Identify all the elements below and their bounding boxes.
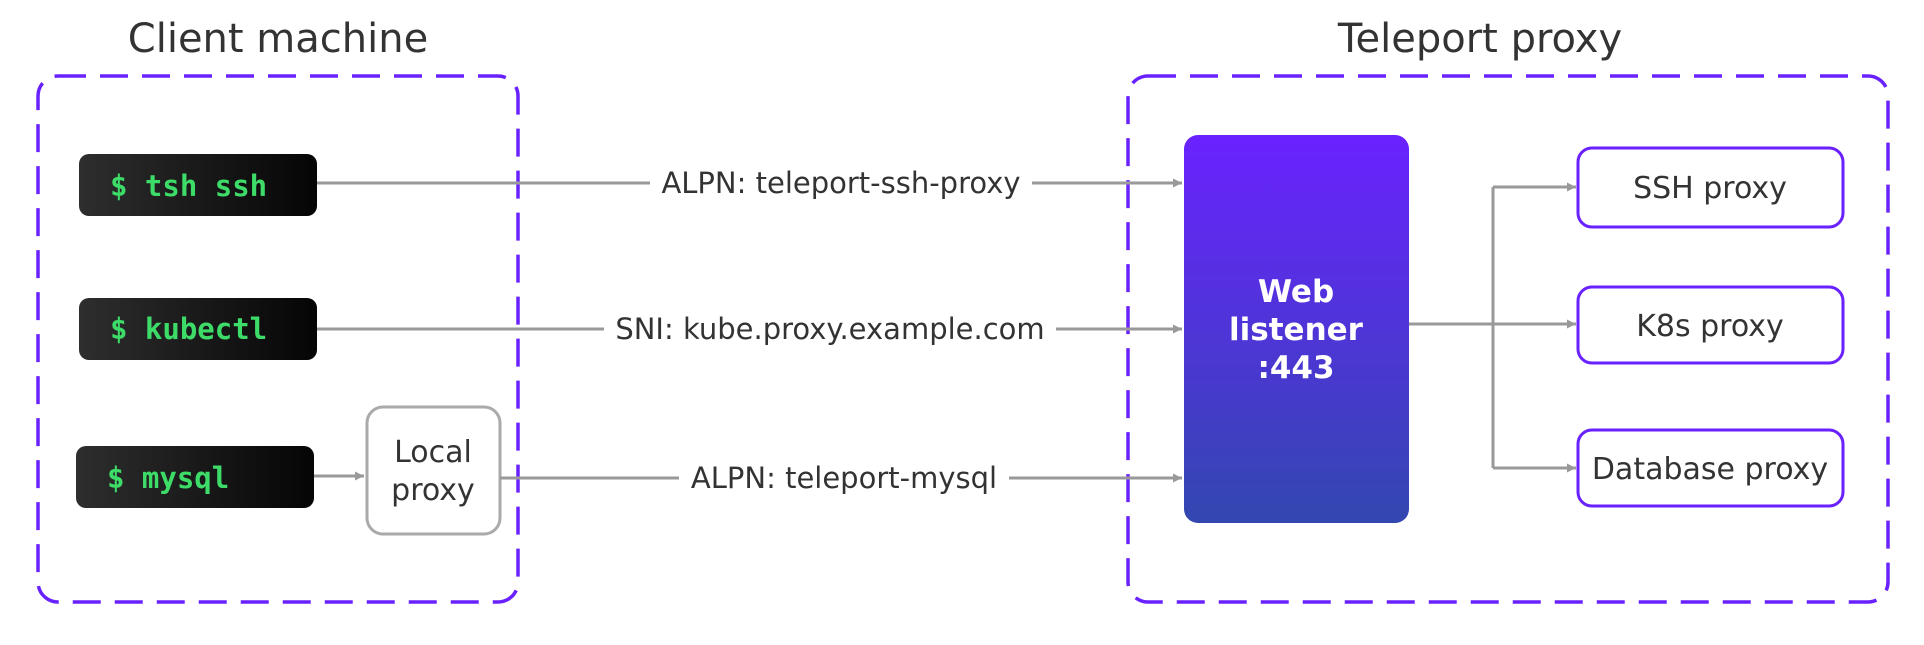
database-proxy-box xyxy=(1576,428,1845,508)
database-proxy-label: Database proxy xyxy=(1592,452,1828,487)
tsh-ssh-command-box xyxy=(79,154,317,216)
teleport-proxy-boundary xyxy=(1126,74,1890,604)
web-listener-label-line2: listener xyxy=(1229,312,1364,348)
ssh-connection-label-bg xyxy=(650,163,1032,203)
web-listener-label-line1: Web xyxy=(1258,274,1334,310)
client-machine-boundary xyxy=(36,74,520,604)
kube-connection-label-bg xyxy=(604,309,1056,349)
tsh-ssh-command-text: $ tsh ssh xyxy=(110,169,267,203)
teleport-proxy-title: Teleport proxy xyxy=(1337,16,1622,62)
mysql-connection-label-bg xyxy=(679,458,1009,498)
ssh-connection-label: ALPN: teleport-ssh-proxy xyxy=(661,166,1020,200)
kubectl-command-box xyxy=(79,298,317,360)
local-proxy-label-line2: proxy xyxy=(391,473,475,508)
k8s-proxy-label: K8s proxy xyxy=(1636,309,1784,344)
client-machine-title: Client machine xyxy=(128,16,428,62)
mysql-connection-label: ALPN: teleport-mysql xyxy=(691,461,997,495)
local-proxy-label-line1: Local xyxy=(394,435,472,470)
web-listener-label-line3: :443 xyxy=(1257,350,1334,386)
mysql-command-text: $ mysql xyxy=(107,461,229,495)
local-proxy-box xyxy=(365,405,502,536)
kube-connection-label: SNI: kube.proxy.example.com xyxy=(615,312,1044,346)
mysql-command-box xyxy=(76,446,314,508)
k8s-proxy-box xyxy=(1576,285,1845,365)
kubectl-command-text: $ kubectl xyxy=(110,312,267,346)
ssh-proxy-label: SSH proxy xyxy=(1633,171,1787,206)
ssh-proxy-box xyxy=(1576,146,1845,229)
web-listener-box xyxy=(1184,135,1409,523)
